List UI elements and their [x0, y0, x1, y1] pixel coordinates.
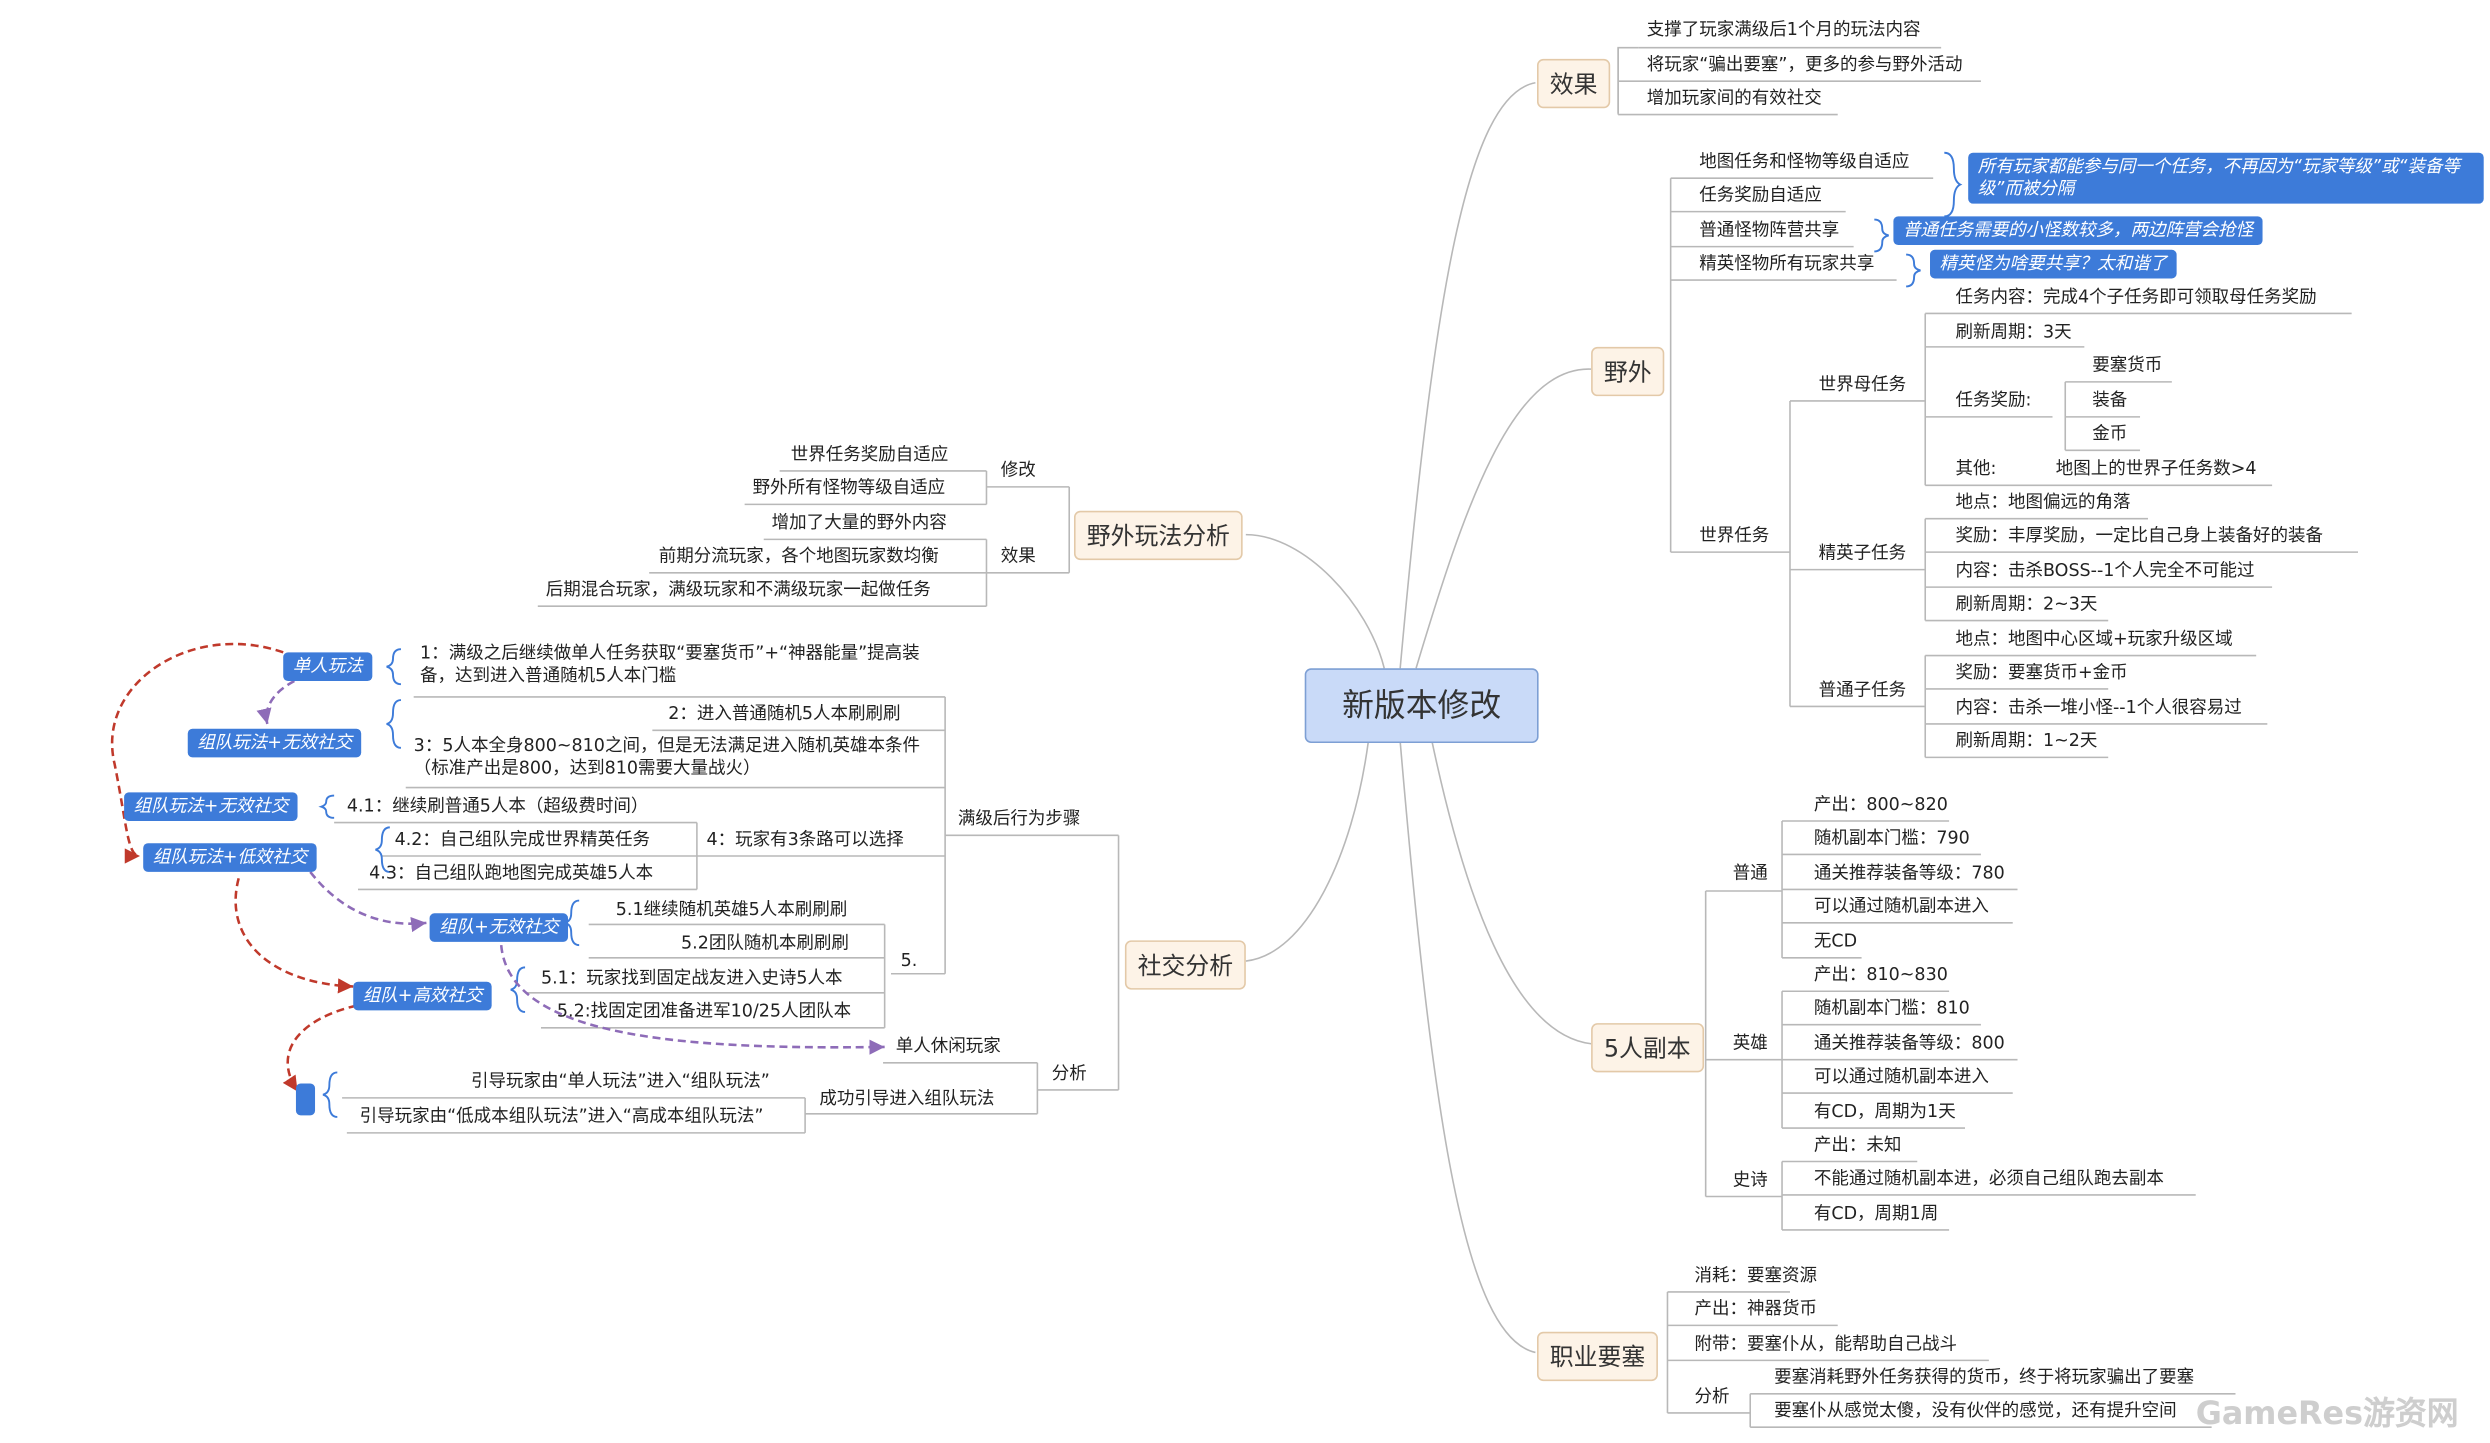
dungeon-item: 通关推荐装备等级：780	[1813, 862, 2005, 884]
guide-2: 引导玩家由“低成本组队玩法”进入“高成本组队玩法”	[359, 1105, 764, 1127]
mother-task-label: 世界母任务	[1818, 373, 1907, 395]
note-callout: 普通任务需要的小怪数较多，两边阵营会抢怪	[1893, 216, 2263, 246]
step-2: 2：进入普通随机5人本刷刷刷	[668, 703, 901, 724]
wild-item: 地图任务和怪物等级自适应	[1699, 151, 1910, 172]
tag-team-invalid: 组队玩法+无效社交	[124, 792, 298, 822]
fortress-analysis-label: 分析	[1694, 1385, 1730, 1407]
fortress-item: 产出：神器货币	[1694, 1298, 1818, 1320]
step-5-2a: 5.2团队随机本刷刷刷	[680, 932, 849, 954]
dungeon-item: 产出：800~820	[1813, 793, 1948, 815]
analysis-label: 分析	[1051, 1062, 1087, 1084]
solo-casual: 单人休闲玩家	[895, 1035, 1001, 1057]
branch-dungeon[interactable]: 5人副本	[1591, 1023, 1704, 1073]
branch-social[interactable]: 社交分析	[1124, 940, 1246, 990]
reward-item: 装备	[2092, 389, 2128, 411]
effect-item: 增加了大量的野外内容	[771, 512, 947, 534]
dungeon-item: 随机副本门槛：790	[1813, 827, 1970, 849]
step-4-2: 4.2：自己组队完成世界精英任务	[394, 828, 650, 850]
dungeon-item: 无CD	[1813, 930, 1858, 952]
modify-item: 世界任务奖励自适应	[790, 443, 949, 465]
tag-solo: 单人玩法	[283, 652, 373, 681]
normal-task-item: 刷新周期：1~2天	[1955, 730, 2098, 751]
branch-wild-analysis[interactable]: 野外玩法分析	[1073, 510, 1243, 561]
wild-item: 任务奖励自适应	[1699, 184, 1822, 206]
elite-task-item: 刷新周期：2~3天	[1955, 593, 2098, 615]
elite-task-item: 内容：击杀BOSS--1个人完全不可能过	[1955, 560, 2255, 581]
reward-item: 要塞货币	[2092, 354, 2163, 376]
normal-task-item: 奖励：要塞货币+金币	[1955, 661, 2128, 683]
fortress-item: 附带：要塞仆从，能帮助自己战斗	[1694, 1333, 1958, 1355]
effect-label: 效果	[1000, 545, 1036, 567]
tag-team-invalid: 组队玩法+无效社交	[187, 728, 362, 758]
mother-task-item: 任务内容：完成4个子任务即可领取母任务奖励	[1955, 286, 2317, 308]
normal-task-item: 内容：击杀一堆小怪--1个人很容易过	[1955, 696, 2242, 718]
note-callout: 精英怪为啥要共享？太和谐了	[1930, 249, 2177, 279]
note-callout: 所有玩家都能参与同一个任务，不再因为“玩家等级”或“装备等级”而被分隔	[1968, 152, 2484, 204]
effect-item: 前期分流玩家，各个地图玩家数均衡	[658, 545, 939, 567]
effect-item: 增加玩家间的有效社交	[1646, 87, 1822, 109]
watermark: GameRes游资网	[2195, 1393, 2459, 1432]
dungeon-item: 可以通过随机副本进入	[1813, 895, 1989, 917]
wild-item: 普通怪物阵营共享	[1699, 219, 1840, 241]
step-5-1a: 5.1继续随机英雄5人本刷刷刷	[615, 898, 848, 920]
step-5-2b: 5.2:找固定团准备进军10/25人团队本	[556, 1000, 852, 1022]
mother-task-item: 刷新周期：3天	[1955, 321, 2072, 343]
dungeon-normal-label: 普通	[1732, 862, 1768, 884]
mother-task-item: 地图上的世界子任务数>4	[2055, 458, 2257, 479]
elite-task-label: 精英子任务	[1818, 542, 1907, 564]
blank-tag-marker	[295, 1083, 316, 1116]
tag-team-low: 组队玩法+低效社交	[143, 843, 317, 872]
fortress-analysis-item: 要塞消耗野外任务获得的货币，终于将玩家骗出了要塞	[1774, 1366, 2195, 1388]
dungeon-item: 通关推荐装备等级：800	[1813, 1032, 2005, 1054]
normal-task-item: 地点：地图中心区域+玩家升级区域	[1955, 628, 2233, 650]
branch-fortress[interactable]: 职业要塞	[1537, 1331, 1658, 1382]
dungeon-item: 可以通过随机副本进入	[1813, 1066, 1989, 1087]
steps-label: 满级后行为步骤	[957, 808, 1081, 829]
step-4-3: 4.3：自己组队跑地图完成英雄5人本	[369, 862, 654, 884]
step-3: 3：5人本全身800~810之间，但是无法满足进入随机英雄本条件（标准产出是80…	[413, 735, 921, 779]
effect-item: 支撑了玩家满级后1个月的玩法内容	[1646, 19, 1921, 40]
step-5: 5.	[900, 949, 918, 971]
step-4-1: 4.1：继续刷普通5人本（超级费时间）	[346, 795, 649, 817]
step-1: 1：满级之后继续做单人任务获取“要塞货币”+“神器能量”提高装备，达到进入普通随…	[420, 642, 920, 686]
dungeon-item: 随机副本门槛：810	[1813, 997, 1970, 1019]
modify-label: 修改	[1000, 459, 1036, 481]
reward-item: 金币	[2092, 423, 2128, 444]
success-label: 成功引导进入组队玩法	[819, 1088, 995, 1109]
world-task-label: 世界任务	[1699, 525, 1770, 546]
wild-item: 精英怪物所有玩家共享	[1699, 252, 1875, 274]
dungeon-heroic-label: 英雄	[1732, 1032, 1768, 1054]
center-topic[interactable]: 新版本修改	[1304, 668, 1539, 744]
effect-item: 将玩家“骗出要塞”，更多的参与野外活动	[1646, 54, 1963, 75]
effect-item: 后期混合玩家，满级玩家和不满级玩家一起做任务	[545, 579, 931, 600]
mother-task-item: 其他:	[1955, 458, 1997, 479]
tag-team-high: 组队+高效社交	[353, 981, 492, 1011]
guide-1: 引导玩家由“单人玩法”进入“组队玩法”	[470, 1070, 770, 1092]
modify-item: 野外所有怪物等级自适应	[752, 477, 946, 499]
dungeon-item: 不能通过随机副本进，必须自己组队跑去副本	[1813, 1167, 2164, 1189]
mother-task-item: 任务奖励:	[1955, 389, 2032, 411]
fortress-analysis-item: 要塞仆从感觉太傻，没有伙伴的感觉，还有提升空间	[1774, 1400, 2177, 1421]
dungeon-item: 产出：810~830	[1813, 964, 1948, 985]
elite-task-item: 奖励：丰厚奖励，一定比自己身上装备好的装备	[1955, 525, 2324, 546]
step-5-1b: 5.1：玩家找到固定战友进入史诗5人本	[540, 967, 843, 989]
normal-task-label: 普通子任务	[1818, 679, 1907, 701]
tag-team-invalid-2: 组队+无效社交	[429, 913, 569, 942]
dungeon-epic-label: 史诗	[1732, 1169, 1768, 1191]
step-4: 4：玩家有3条路可以选择	[706, 828, 904, 850]
dungeon-item: 有CD，周期1周	[1813, 1202, 1939, 1224]
elite-task-item: 地点：地图偏远的角落	[1955, 491, 2131, 513]
dungeon-item: 有CD，周期为1天	[1813, 1101, 1956, 1122]
branch-effect[interactable]: 效果	[1537, 58, 1611, 109]
branch-wild[interactable]: 野外	[1591, 346, 1665, 397]
fortress-item: 消耗：要塞资源	[1694, 1264, 1818, 1286]
dungeon-item: 产出：未知	[1813, 1134, 1902, 1156]
